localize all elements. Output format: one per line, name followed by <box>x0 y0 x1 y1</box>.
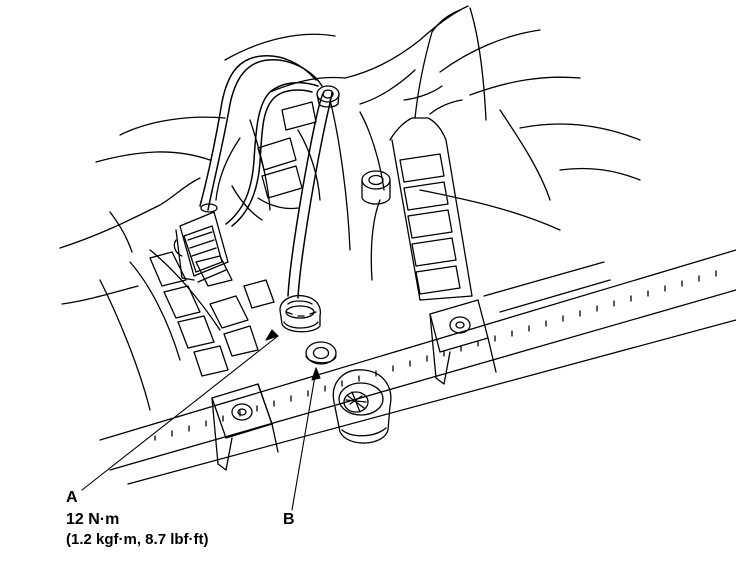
knock-sensor-body <box>279 294 322 333</box>
torque-spec-primary: 12 N·m <box>66 511 120 528</box>
engine-block-outline <box>59 5 641 411</box>
torque-spec-alternate: (1.2 kgf·m, 8.7 lbf·ft) <box>66 531 209 548</box>
harness-connector <box>173 203 229 283</box>
harness-grommet <box>316 85 340 108</box>
intake-rail <box>99 249 736 485</box>
rib-bracket-right <box>389 9 473 301</box>
callout-leader-b <box>291 367 321 511</box>
callout-leader-a <box>81 329 279 491</box>
callout-label-b: B <box>283 511 295 528</box>
bolt-boss-left <box>211 383 279 471</box>
mounting-stud <box>361 170 391 205</box>
sensor-boss <box>332 369 392 444</box>
sealing-washer <box>305 341 337 365</box>
callout-label-a: A <box>66 489 78 506</box>
bolt-boss-right <box>429 299 497 385</box>
